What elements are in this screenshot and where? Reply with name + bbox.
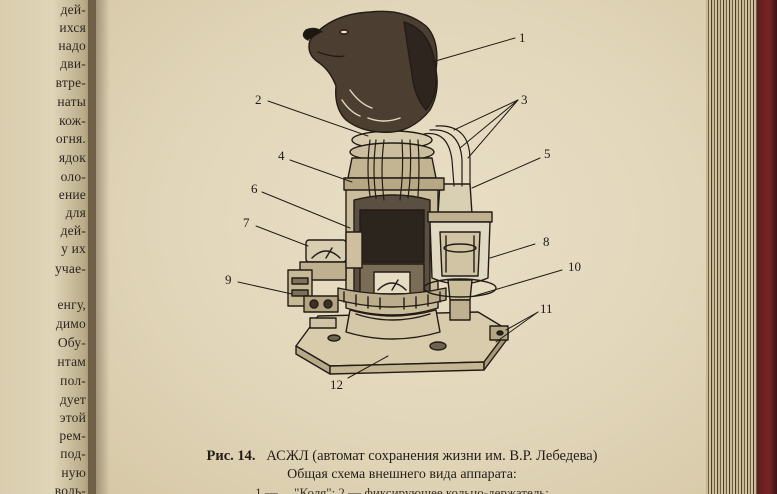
- left-page-line: дует: [59, 392, 86, 407]
- callout-10: 10: [568, 259, 581, 274]
- left-page-line: Обу-: [57, 335, 86, 350]
- left-instruments: [287, 231, 363, 313]
- left-page-line: этой: [59, 410, 86, 425]
- callout-1: 1: [519, 30, 526, 45]
- left-page-line: ядок: [58, 150, 86, 165]
- left-page-line: учае-: [54, 261, 86, 276]
- flask-assembly: [423, 183, 497, 321]
- left-page-line: оло-: [60, 169, 86, 184]
- left-page-line: кож-: [59, 113, 86, 128]
- left-page-line: ную: [61, 465, 86, 480]
- left-page-line: для: [65, 205, 86, 220]
- left-page-line: под-: [60, 446, 86, 461]
- callout-4: 4: [278, 148, 285, 163]
- callout-2: 2: [255, 92, 262, 107]
- left-page-line: втре-: [55, 75, 86, 90]
- callout-leaders: [237, 37, 563, 379]
- figure-title: АСЖЛ (автомат сохранения жизни им. В.Р. …: [266, 448, 598, 464]
- figure-label: Рис. 14.: [206, 448, 256, 464]
- left-page-line: димо: [55, 316, 86, 331]
- left-page-line: ение: [58, 187, 86, 202]
- tubes: [367, 125, 471, 201]
- callout-11: 11: [540, 301, 553, 316]
- figure-subtitle: Общая схема внешнего вида аппарата:: [287, 467, 517, 482]
- main-cylinder: [337, 182, 447, 340]
- callout-5: 5: [544, 146, 551, 161]
- book-gutter: [88, 0, 110, 494]
- callout-9: 9: [225, 272, 232, 287]
- figure-legend-partial: 1 — ... "Коля"; 2 — фиксирующее кольцо-д…: [255, 485, 549, 494]
- callout-7: 7: [243, 215, 250, 230]
- left-page-line: наты: [57, 94, 86, 109]
- left-page-line: дей-: [60, 2, 86, 17]
- callout-3: 3: [521, 92, 528, 107]
- callout-12: 12: [330, 377, 343, 392]
- left-page-line: воль-: [54, 483, 86, 494]
- callout-6: 6: [251, 181, 258, 196]
- left-page-line: ихся: [59, 20, 86, 35]
- left-page-line: нтам: [57, 354, 86, 369]
- book-cover-edge: [757, 0, 777, 494]
- left-page-line: дви-: [60, 56, 86, 71]
- left-page-line: рем-: [59, 428, 86, 443]
- left-page-line: дей-: [60, 223, 86, 238]
- left-page-line: у их: [61, 241, 86, 256]
- left-page-line: енгу,: [57, 297, 86, 312]
- left-page: дей- ихся надо дви- втре- наты кож- огня…: [0, 0, 96, 494]
- dog-head: [302, 10, 438, 133]
- left-page-line: пол-: [60, 373, 86, 388]
- figure-caption: Рис. 14. АСЖЛ (автомат сохранения жизни …: [96, 448, 708, 465]
- left-page-line: огня.: [55, 131, 86, 146]
- ring-holder: [343, 130, 445, 191]
- left-page-line: надо: [58, 38, 86, 53]
- callout-8: 8: [543, 234, 550, 249]
